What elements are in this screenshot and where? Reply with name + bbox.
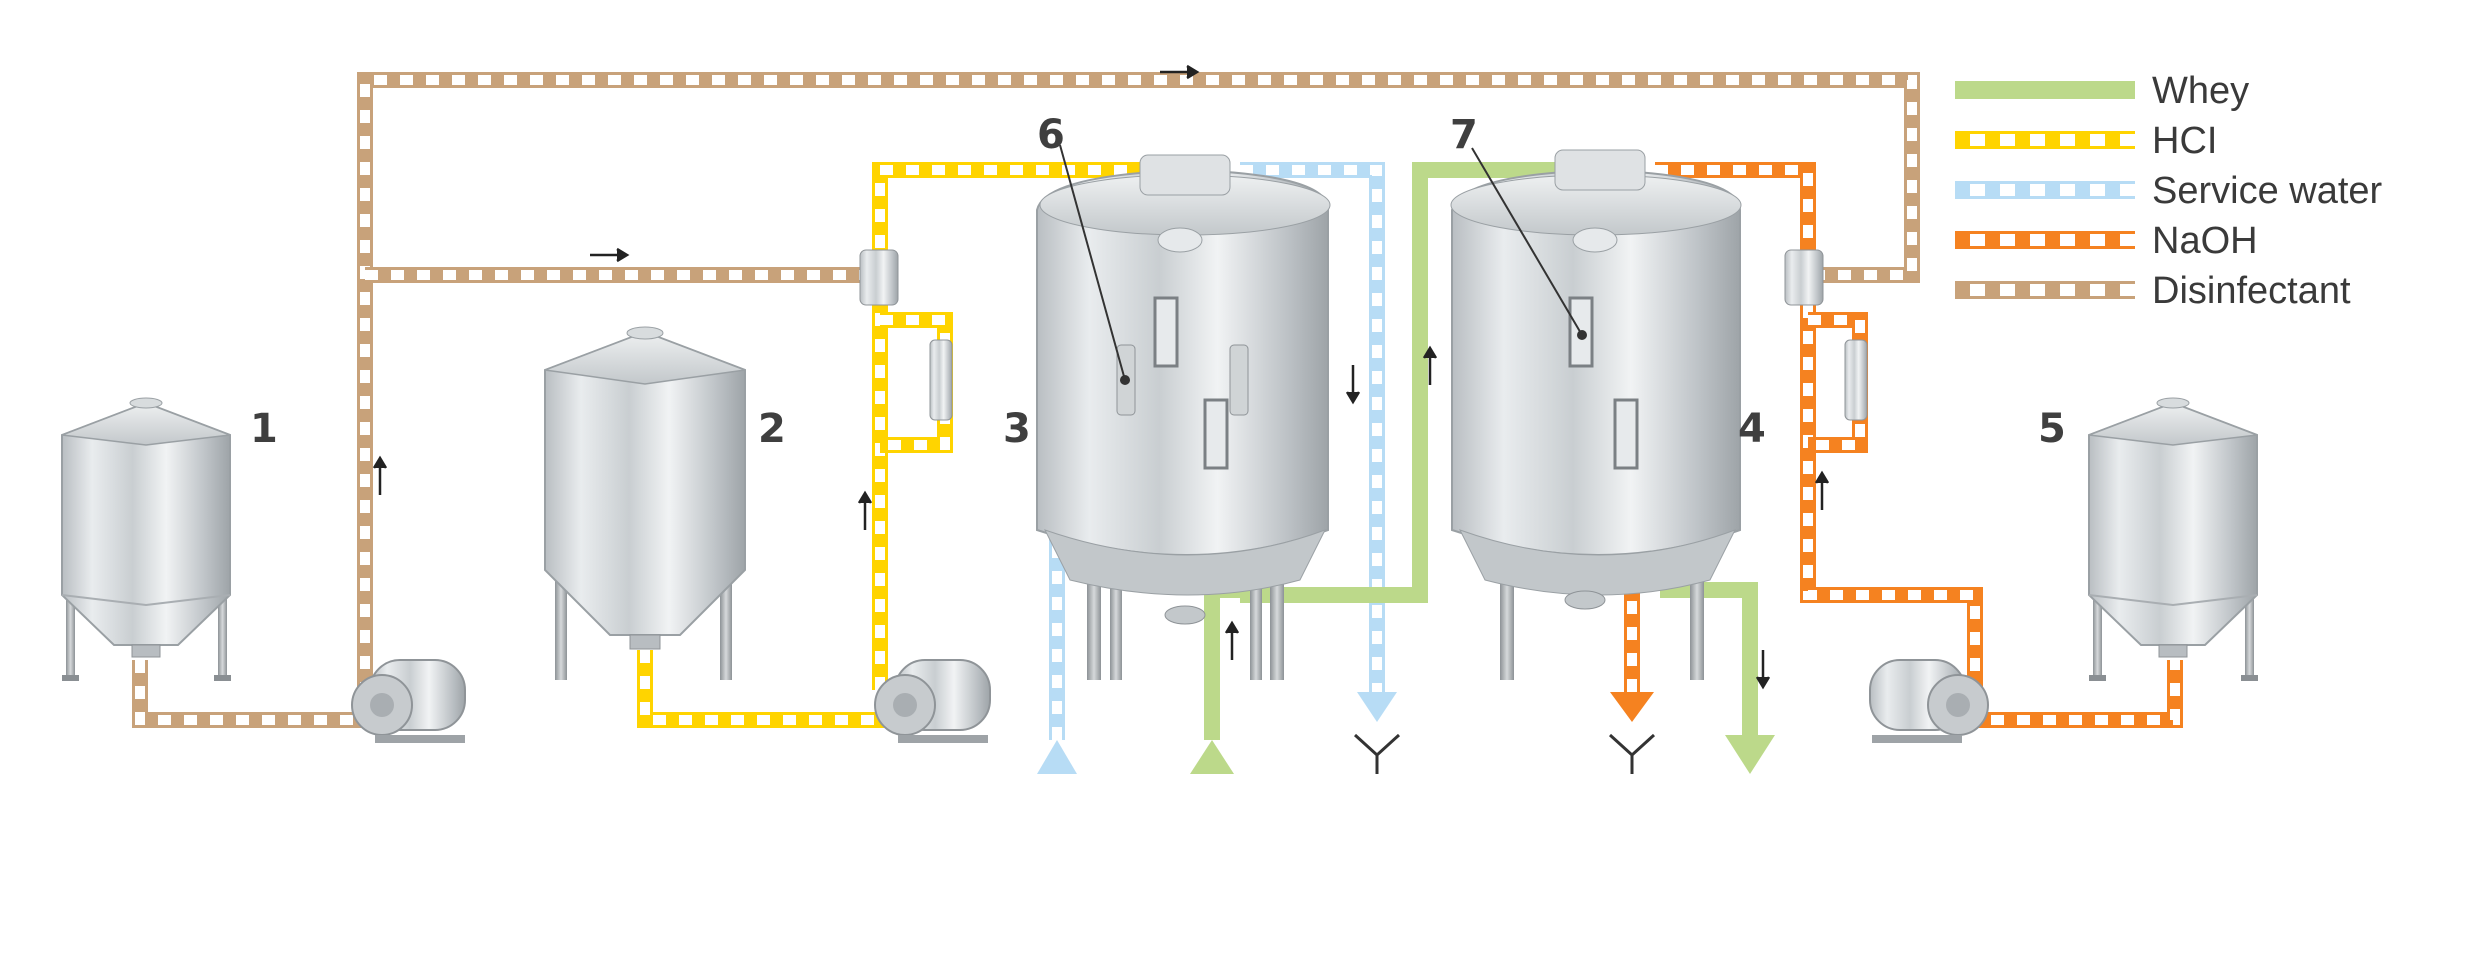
label-tank-4: 4 <box>1738 406 1766 452</box>
legend-item-disinfectant: Disinfectant <box>1955 270 2351 312</box>
pipe-disinfectant-pattern <box>135 660 370 725</box>
filter-right <box>1784 249 1868 421</box>
pipe-whey <box>1660 582 1758 735</box>
legend-label: HCI <box>2152 120 2217 162</box>
pump-2 <box>874 659 991 743</box>
legend-label: Disinfectant <box>2152 270 2351 312</box>
equipment <box>61 149 2259 743</box>
inlet-water-icon <box>1037 740 1077 774</box>
legend-label: NaOH <box>2152 220 2258 262</box>
pipe-hcl-pattern <box>875 165 1140 690</box>
arrow-icon <box>1422 345 1438 385</box>
pipe-hcl-pattern <box>880 315 950 450</box>
legend-item-water: Service water <box>1955 170 2383 212</box>
arrow-icon <box>1814 470 1830 510</box>
pump-1 <box>351 659 466 743</box>
arrow-icon <box>590 247 630 263</box>
legend-item-naoh: NaOH <box>1955 220 2258 262</box>
tank-4 <box>1450 149 1742 680</box>
drain-naoh-icon <box>1608 692 1656 774</box>
tank-3 <box>1036 154 1331 680</box>
inlet-whey-icon <box>1190 740 1234 774</box>
arrow-icon <box>372 455 388 495</box>
label-tank-5: 5 <box>2038 406 2066 452</box>
filter-left <box>859 249 953 421</box>
arrow-icon <box>1160 64 1200 80</box>
legend-label: Service water <box>2152 170 2383 212</box>
outlet-whey-icon <box>1725 735 1775 774</box>
label-tank-1: 1 <box>250 406 278 452</box>
pipe-hcl-pattern <box>640 650 895 725</box>
pipe-hcl <box>637 650 895 728</box>
label-sensor-7: 7 <box>1450 112 1478 158</box>
pump-3 <box>1869 659 1989 743</box>
tank-5 <box>2088 397 2259 682</box>
tank-1 <box>61 397 232 682</box>
label-tank-2: 2 <box>758 406 786 452</box>
pipe-disinfectant <box>132 660 370 728</box>
legend-label: Whey <box>2152 70 2249 112</box>
pipe-water-pattern <box>1240 165 1382 692</box>
drain-water-icon <box>1353 692 1401 774</box>
arrow-icon <box>1755 650 1771 690</box>
flow-arrows <box>372 64 1830 690</box>
arrow-icon <box>1224 620 1240 660</box>
leader-line-6 <box>1059 144 1126 381</box>
label-sensor-6: 6 <box>1037 112 1065 158</box>
leader-line-7 <box>1471 147 1583 336</box>
legend-item-whey: Whey <box>1955 70 2249 112</box>
arrow-icon <box>857 490 873 530</box>
arrow-icon <box>1345 365 1361 405</box>
pipe-whey <box>1240 162 1555 603</box>
pipe-naoh-pattern <box>1803 305 2180 725</box>
legend-item-hcl: HCI <box>1955 120 2217 162</box>
label-tank-3: 3 <box>1003 406 1031 452</box>
tank-2 <box>544 326 746 680</box>
